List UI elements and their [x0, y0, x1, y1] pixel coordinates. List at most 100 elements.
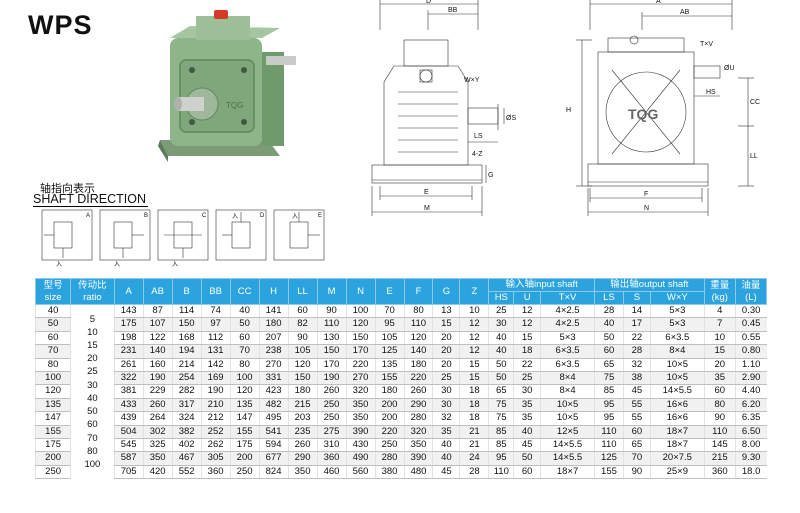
- table-cell: 18×7: [540, 465, 595, 480]
- table-cell: 40: [432, 438, 460, 453]
- table-cell: 212: [200, 411, 231, 426]
- table-cell: 14×5.5: [649, 384, 705, 399]
- table-cell: 32: [622, 358, 651, 373]
- table-cell: 207: [258, 331, 289, 346]
- table-cell: 100: [229, 371, 260, 386]
- table-cell: 125: [374, 344, 404, 359]
- header-weight-cn: 重量: [710, 279, 730, 291]
- cell-size: 100: [34, 371, 71, 386]
- table-cell: 220: [374, 425, 404, 440]
- table-cell: 10×5: [649, 358, 705, 373]
- table-cell: 10×5: [540, 411, 595, 426]
- table-cell: 18: [513, 344, 541, 359]
- table-cell: 50: [488, 358, 514, 373]
- table-cell: 125: [593, 451, 624, 466]
- table-cell: 275: [316, 425, 347, 440]
- direction-box-e: [273, 209, 325, 261]
- cell-size: 80: [34, 358, 71, 373]
- table-cell: 270: [258, 358, 289, 373]
- table-cell: 50: [593, 331, 624, 346]
- table-cell: 260: [287, 438, 318, 453]
- table-cell: 210: [200, 398, 231, 413]
- table-cell: 198: [113, 331, 144, 346]
- table-cell: 190: [200, 384, 231, 399]
- table-cell: 10×5: [649, 371, 705, 386]
- table-cell: 6×3.5: [649, 331, 705, 346]
- table-cell: 170: [316, 358, 347, 373]
- table-cell: 160: [142, 358, 173, 373]
- table-cell: 495: [258, 411, 289, 426]
- table-cell: 35: [432, 425, 460, 440]
- direction-in-d: 入: [232, 213, 238, 220]
- table-cell: 16×6: [649, 398, 705, 413]
- table-cell: 35: [513, 411, 541, 426]
- header-oil-cn: 油量: [741, 279, 761, 291]
- table-cell: 25: [513, 371, 541, 386]
- table-cell: 120: [287, 358, 318, 373]
- front-view-drawing: D BB W×Y ØS LS 4-Z G E M: [371, 0, 516, 216]
- table-cell: 168: [171, 331, 202, 346]
- table-cell: 10: [459, 304, 489, 319]
- table-cell: 390: [403, 451, 433, 466]
- table-cell: 9.30: [734, 451, 767, 466]
- table-cell: 32: [432, 411, 460, 426]
- dim-n-label: N: [644, 205, 649, 212]
- table-cell: 150: [345, 331, 376, 346]
- dim-g-label: G: [488, 172, 493, 179]
- table-cell: 21: [459, 438, 489, 453]
- table-cell: 252: [200, 425, 231, 440]
- dim-a-label: A: [656, 0, 661, 5]
- table-cell: 107: [142, 317, 173, 332]
- page-title: WPS: [28, 10, 93, 40]
- header-oil: 油量(L): [734, 278, 768, 305]
- table-cell: 6.35: [734, 411, 767, 426]
- table-cell: 260: [316, 384, 347, 399]
- cell-size: 175: [34, 438, 71, 453]
- table-cell: 97: [200, 317, 231, 332]
- side-view-drawing: TQG A AB T×V ØU HS CC H LL F N: [566, 0, 760, 216]
- table-cell: 290: [287, 451, 318, 466]
- table-cell: 87: [142, 304, 173, 319]
- header-a: A: [113, 278, 144, 305]
- table-cell: 180: [403, 358, 433, 373]
- table-cell: 130: [316, 331, 347, 346]
- ratio-value: 15: [87, 340, 98, 352]
- table-cell: 28: [593, 304, 624, 319]
- table-cell: 150: [316, 344, 347, 359]
- table-cell: 12: [459, 331, 489, 346]
- dim-u-label: ØU: [724, 65, 735, 72]
- table-cell: 114: [171, 304, 202, 319]
- header-bb: BB: [200, 278, 231, 305]
- table-cell: 350: [287, 465, 318, 480]
- table-cell: 175: [113, 317, 144, 332]
- table-cell: 390: [345, 425, 376, 440]
- table-cell: 203: [287, 411, 318, 426]
- table-cell: 140: [403, 344, 433, 359]
- table-cell: 5×3: [540, 331, 595, 346]
- table-cell: 433: [113, 398, 144, 413]
- dim-tv-label: T×V: [700, 41, 713, 48]
- shaft-direction-diagrams: A B C D E 入 入 入 入 入: [41, 209, 325, 268]
- table-cell: 482: [258, 398, 289, 413]
- table-cell: 75: [488, 411, 514, 426]
- table-cell: 200: [374, 411, 404, 426]
- table-cell: 82: [287, 317, 318, 332]
- direction-in-c: 入: [172, 261, 178, 268]
- table-cell: 45: [622, 384, 651, 399]
- header-output-W×Y: W×Y: [649, 291, 705, 305]
- table-cell: 110: [703, 425, 736, 440]
- table-cell: 587: [113, 451, 144, 466]
- table-cell: 467: [171, 451, 202, 466]
- header-input-HS: HS: [488, 291, 515, 305]
- table-cell: 60: [287, 304, 318, 319]
- dim-s-label: ØS: [506, 115, 516, 122]
- table-cell: 95: [593, 411, 624, 426]
- table-cell: 360: [703, 465, 736, 480]
- table-cell: 280: [374, 451, 404, 466]
- table-cell: 70: [622, 451, 651, 466]
